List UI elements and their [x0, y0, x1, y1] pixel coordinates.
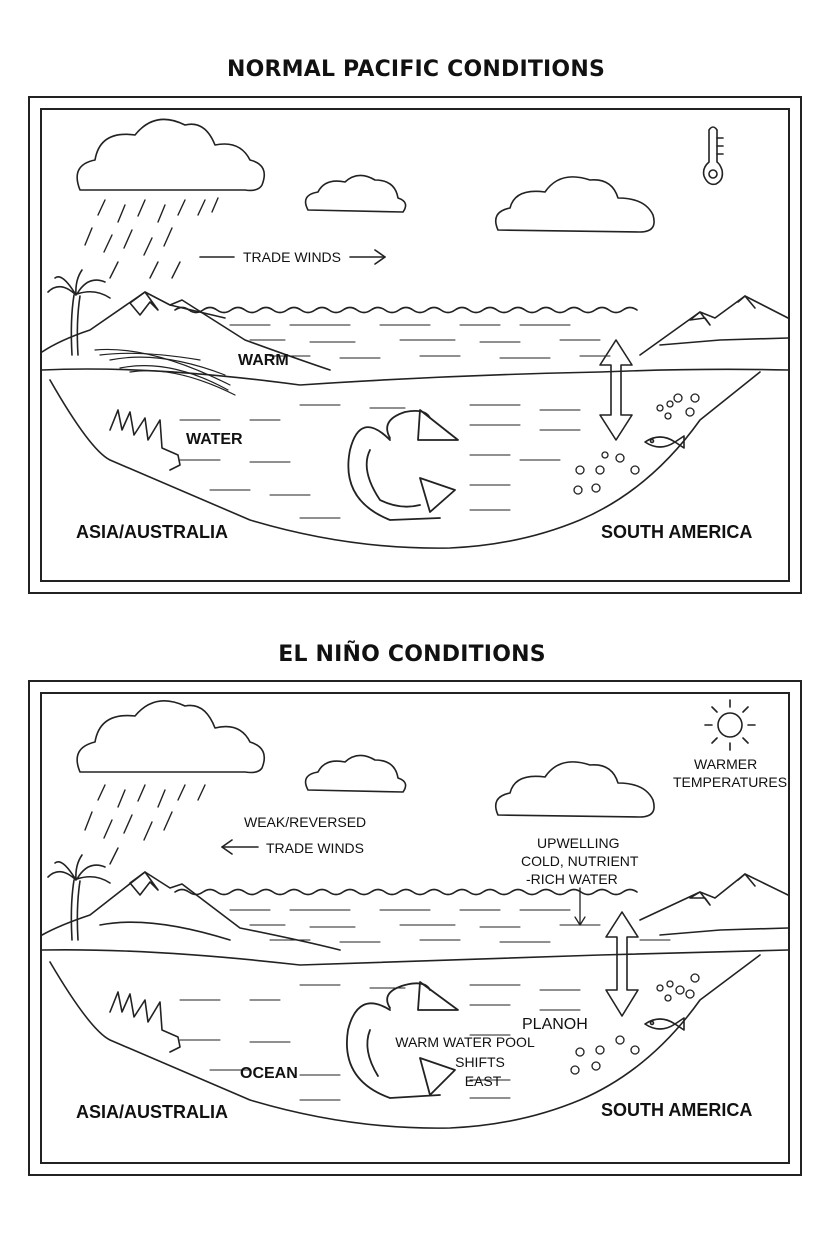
- mountain-icon: [639, 295, 789, 356]
- upwelling-label-line1: UPWELLING: [537, 835, 620, 851]
- warm-water-pool-label-line1: WARM WATER POOL: [395, 1034, 535, 1050]
- fish-icon: [644, 1017, 685, 1031]
- cloud-icon: [304, 174, 407, 213]
- warm-water-pool-label-line2: SHIFTS: [455, 1054, 505, 1070]
- asia-australia-label: ASIA/AUSTRALIA: [76, 1102, 228, 1122]
- upwelling-label-line3: -RICH WATER: [526, 871, 618, 887]
- palm-tree-icon: [47, 854, 111, 941]
- wind-arrow-icon: [199, 249, 386, 265]
- el-nino-title: EL NIÑO CONDITIONS: [278, 642, 546, 667]
- circulation-arrow-icon: [347, 409, 459, 521]
- mountain-icon: [639, 873, 789, 936]
- palm-tree-icon: [47, 269, 111, 356]
- rain-icon: [84, 197, 219, 279]
- planoh-label: PLANOH: [522, 1016, 588, 1033]
- sun-icon: [704, 699, 756, 751]
- seaweed-icon: [109, 409, 181, 471]
- vertical-arrow-icon: [605, 911, 639, 1017]
- wind-arrow-icon: [221, 839, 259, 855]
- trade-winds-label: TRADE WINDS: [243, 249, 341, 265]
- upwelling-label-line2: COLD, NUTRIENT: [521, 853, 639, 869]
- bubbles-icon: [570, 973, 700, 1075]
- el-nino-panel-frame: [28, 680, 802, 1176]
- normal-conditions-diagram: [41, 118, 789, 549]
- weak-reversed-label: WEAK/REVERSED: [244, 814, 367, 830]
- south-america-label: SOUTH AMERICA: [601, 1100, 753, 1120]
- warmer-temperatures-label-line1: WARMER: [694, 756, 758, 772]
- vertical-arrow-icon: [599, 339, 633, 441]
- el-nino-panel-inner-frame: [40, 692, 790, 1164]
- normal-panel-inner-frame: [40, 108, 790, 582]
- circulation-arrow-icon: [346, 981, 459, 1099]
- normal-conditions-title: NORMAL PACIFIC CONDITIONS: [227, 57, 605, 82]
- cloud-icon: [76, 118, 266, 192]
- bubbles-icon: [573, 393, 700, 495]
- mountain-icon: [41, 871, 341, 951]
- cloud-icon: [494, 761, 655, 818]
- normal-panel-frame: [28, 96, 802, 594]
- ocean-label: OCEAN: [240, 1065, 298, 1082]
- trade-winds-label: TRADE WINDS: [266, 840, 364, 856]
- rain-icon: [84, 784, 206, 865]
- seaweed-icon: [109, 991, 181, 1053]
- cloud-icon: [76, 700, 266, 774]
- asia-australia-label: ASIA/AUSTRALIA: [76, 522, 228, 542]
- fish-icon: [644, 435, 685, 449]
- warm-water-pool-label-line3: EAST: [464, 1073, 502, 1089]
- warmer-temperatures-label-line2: TEMPERATURES: [673, 774, 788, 790]
- cloud-icon: [304, 754, 407, 793]
- cloud-icon: [494, 176, 655, 233]
- south-america-label: SOUTH AMERICA: [601, 522, 753, 542]
- warm-label: WARM: [238, 352, 289, 369]
- thermometer-icon: [702, 126, 724, 186]
- water-label: WATER: [186, 431, 243, 448]
